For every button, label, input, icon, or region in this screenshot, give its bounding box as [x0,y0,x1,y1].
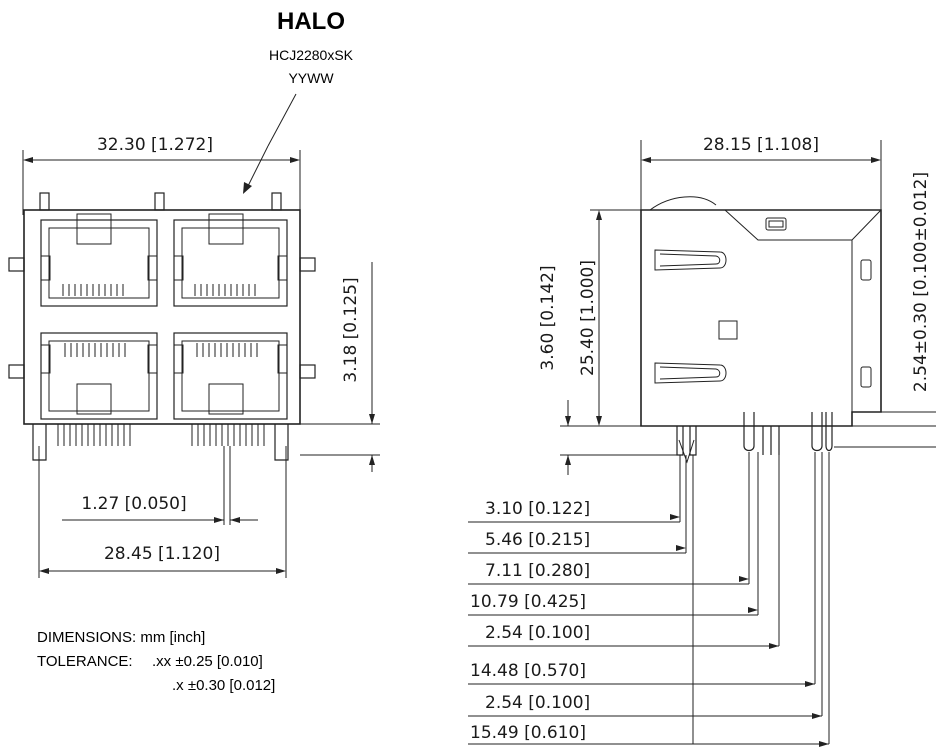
pin-pos-3: 7.11 [0.280] [485,561,590,581]
front-width-dim: 32.30 [1.272] [97,135,213,155]
rj45-port-top-left [40,213,158,307]
front-body [23,209,301,425]
date-code-marking: YYWW [288,70,334,86]
pin-pos-8: 15.49 [0.610] [470,723,586,743]
pin-pos-5: 2.54 [0.100] [485,623,590,643]
pin-pos-6: 14.48 [0.570] [470,661,586,681]
pin-position-table: 3.10 [0.122] 5.46 [0.215] 7.11 [0.280] 1… [470,499,590,743]
rj45-port-bottom-right [173,332,288,420]
part-number-marking: HCJ2280xSK [269,47,354,63]
tolerance-x: .x ±0.30 [0.012] [172,677,275,694]
pin-pos-7: 2.54 [0.100] [485,693,590,713]
front-span-dim: 28.45 [1.120] [104,544,220,564]
front-view [8,150,380,578]
front-pins [32,424,289,461]
front-standoff-dim: 3.18 [0.125] [341,277,361,382]
front-pitch-dim: 1.27 [0.050] [81,494,186,514]
dimension-notes: DIMENSIONS: mm [inch] TOLERANCE: .xx ±0.… [37,629,275,694]
rj45-port-bottom-left [40,332,158,420]
tolerance-label: TOLERANCE: [37,653,133,670]
units-note: DIMENSIONS: mm [inch] [37,629,205,646]
side-offset-dim: 2.54±0.30 [0.100±0.012] [911,172,931,392]
pin-pos-4: 10.79 [0.425] [470,592,586,612]
pin-pos-2: 5.46 [0.215] [485,530,590,550]
pin-pos-1: 3.10 [0.122] [485,499,590,519]
side-depth-dim: 28.15 [1.108] [703,135,819,155]
brand-marking: HALO [277,8,345,35]
tolerance-xx: .xx ±0.25 [0.010] [152,653,263,670]
marking-leader [243,93,297,194]
rj45-port-top-right [173,213,288,307]
side-height-dim: 25.40 [1.000] [578,260,598,376]
side-view [468,140,936,747]
side-body [640,209,882,427]
side-peg-dim: 3.60 [0.142] [538,265,558,370]
